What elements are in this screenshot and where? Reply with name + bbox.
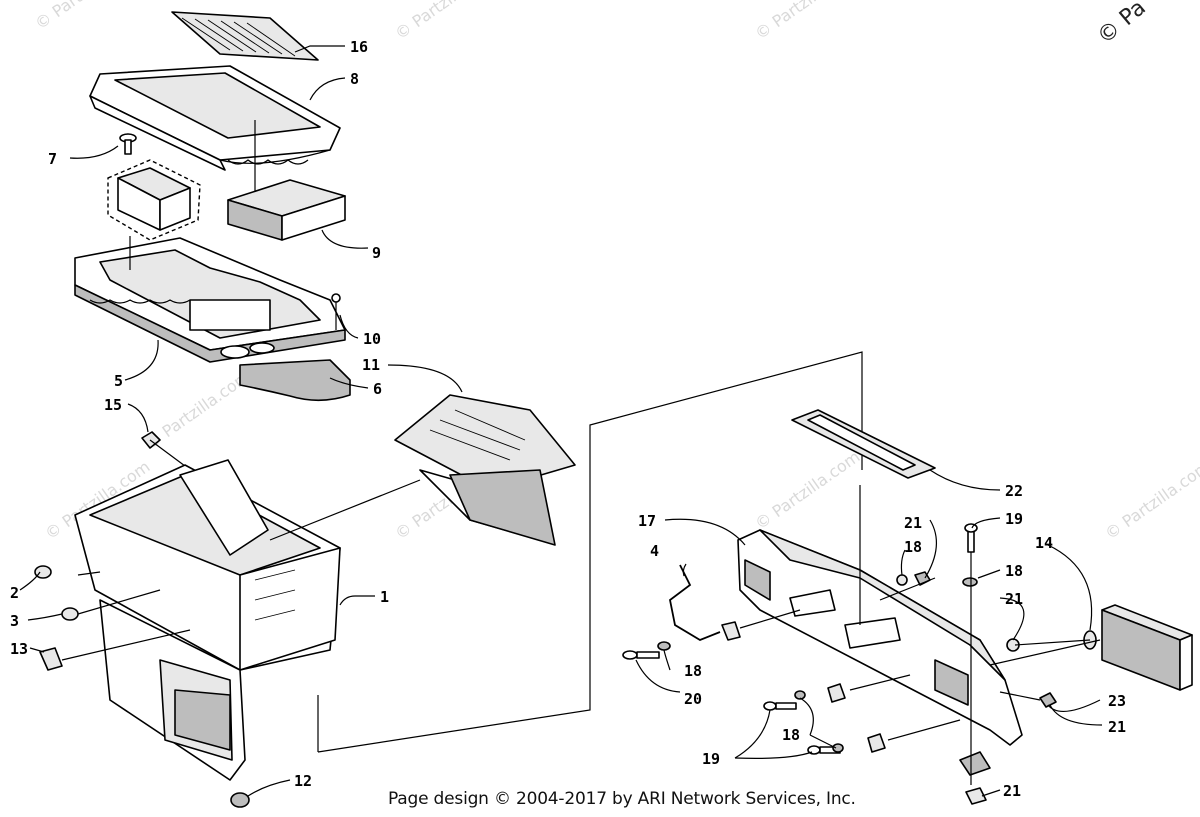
part-12-grommet [230,792,250,808]
callout-10: 10 [363,330,381,348]
assembly-lines-right [739,485,1101,785]
watermark: © Partzilla.com [31,0,143,33]
part-7-screw [119,133,137,155]
callout-18: 18 [782,726,800,744]
callout-16: 16 [350,38,368,56]
callout-23: 23 [1108,692,1126,710]
watermark: © Partzilla.com [1101,457,1200,543]
callout-21: 21 [1005,590,1023,608]
part-11-intake-duct [394,394,576,546]
callout-18: 18 [684,662,702,680]
callout-18: 18 [904,538,922,556]
callout-14: 14 [1035,534,1053,552]
callout-13: 13 [10,640,28,658]
part-13-clip [39,647,63,671]
watermark: © Partzilla.com [391,0,503,43]
corner-copyright: © Pa [1093,0,1151,50]
callout-17: 17 [638,512,656,530]
callout-1: 1 [380,588,389,606]
callout-3: 3 [10,612,19,630]
fasteners-right [622,523,1057,805]
callout-7: 7 [48,150,57,168]
part-23-filter [1101,604,1193,691]
part-3-screw [61,607,79,621]
callout-18: 18 [1005,562,1023,580]
part-4-spring [669,564,741,642]
watermark: © Partzilla.com [751,0,863,43]
part-16-screen [171,11,319,61]
callout-22: 22 [1005,482,1023,500]
callout-11: 11 [362,356,380,374]
callout-21: 21 [1108,718,1126,736]
part-15-bolt [141,431,186,467]
callout-8: 8 [350,70,359,88]
part-8-filter-cover [89,65,341,171]
callout-6: 6 [373,380,382,398]
ecu-module [107,159,201,241]
callout-4: 4 [650,542,659,560]
callout-12: 12 [294,772,312,790]
callout-leaders [19,45,1103,797]
part-5-tray [74,236,346,363]
part-22-gasket [791,409,936,479]
page-footer: Page design © 2004-2017 by ARI Network S… [388,789,856,809]
callout-21: 21 [904,514,922,532]
callout-5: 5 [114,372,123,390]
callout-21: 21 [1003,782,1021,800]
part-2-screw [34,565,52,579]
part-6-foam [239,359,351,402]
watermark: © Partzilla.com [751,447,863,533]
part-9-filter-element [227,179,346,241]
part-17-housing [737,529,1023,746]
callout-20: 20 [684,690,702,708]
callout-9: 9 [372,244,381,262]
assembly-lines [61,120,863,753]
part-10-screw [331,293,341,330]
callout-19: 19 [702,750,720,768]
callout-15: 15 [104,396,122,414]
part-1-airbox [74,459,341,781]
callout-2: 2 [10,584,19,602]
callout-19: 19 [1005,510,1023,528]
callout-numbers: 16 8 7 9 10 5 6 11 15 1 2 3 13 12 4 17 2… [10,38,1126,800]
